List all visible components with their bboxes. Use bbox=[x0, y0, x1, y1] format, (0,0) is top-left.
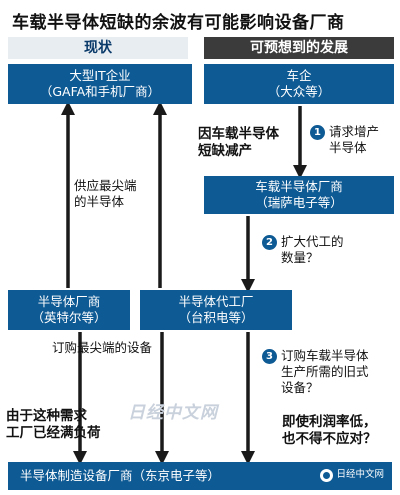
step-2: 2 扩大代工的 数量？ bbox=[262, 234, 344, 266]
step-1-number: 1 bbox=[310, 125, 325, 140]
step-2-text: 扩大代工的 数量？ bbox=[281, 234, 344, 266]
equipment-maker-box: 半导体制造设备厂商（东京电子等） 日经中文网 bbox=[8, 462, 392, 490]
foundry-box: 半导体代工厂 （台积电等） bbox=[140, 290, 292, 330]
chip-maker-line2: （瑞萨电子等） bbox=[255, 195, 343, 210]
supply-line2: 的半导体 bbox=[74, 194, 125, 209]
step-2-line1: 扩大代工的 bbox=[281, 234, 344, 249]
full-load-line2: 工厂已经满负荷 bbox=[6, 425, 101, 441]
order-cutting-edge-label: 订购最尖端的设备 bbox=[52, 340, 153, 355]
supply-line1: 供应最尖端 bbox=[74, 178, 137, 193]
watermark: 日经中文网 bbox=[128, 403, 218, 423]
equipment-label: 半导体制造设备厂商（东京电子等） bbox=[20, 468, 221, 483]
shortage-line1: 因车载半导体 bbox=[198, 126, 279, 142]
chip-maker-line1: 车载半导体厂商 bbox=[255, 179, 343, 194]
it-line1: 大型IT企业 bbox=[69, 68, 131, 83]
footer-brand-text: 日经中文网 bbox=[336, 469, 384, 480]
semi-line1: 半导体厂商 bbox=[37, 294, 101, 309]
step-1-text: 请求增产 半导体 bbox=[329, 124, 379, 156]
header-expected: 可预想到的发展 bbox=[204, 37, 394, 59]
diagram-title: 车载半导体短缺的余波有可能影响设备厂商 bbox=[12, 13, 345, 33]
it-line2: （GAFA和手机厂商） bbox=[39, 84, 161, 99]
step-1-line1: 请求增产 bbox=[329, 124, 380, 139]
step-3-line2: 生产所需的旧式 bbox=[281, 364, 369, 379]
step-2-number: 2 bbox=[262, 235, 277, 250]
step-1: 1 请求增产 半导体 bbox=[310, 124, 379, 156]
supply-label: 供应最尖端 的半导体 bbox=[74, 178, 137, 210]
step-3-line1: 订购车载半导体 bbox=[281, 348, 369, 363]
carmakers-box: 车企 （大众等） bbox=[204, 64, 394, 104]
step-3: 3 订购车载半导体 生产所需的旧式 设备？ bbox=[262, 348, 369, 396]
foundry-line1: 半导体代工厂 bbox=[178, 294, 254, 309]
low-profit-line2: 也不得不应对？ bbox=[282, 431, 377, 447]
semi-line2: （英特尔等） bbox=[31, 310, 107, 325]
step-1-line2: 半导体 bbox=[329, 140, 367, 155]
shortage-line2: 短缺减产 bbox=[198, 143, 252, 159]
shortage-label: 因车载半导体 短缺减产 bbox=[198, 126, 279, 160]
full-load-label: 由于这种需求 工厂已经满负荷 bbox=[6, 408, 101, 442]
auto-chip-maker-box: 车载半导体厂商 （瑞萨电子等） bbox=[204, 176, 394, 214]
full-load-line1: 由于这种需求 bbox=[6, 408, 87, 424]
it-companies-box: 大型IT企业 （GAFA和手机厂商） bbox=[8, 64, 192, 104]
footer-brand: 日经中文网 bbox=[320, 467, 384, 483]
car-line1: 车企 bbox=[286, 68, 312, 83]
foundry-line2: （台积电等） bbox=[178, 310, 254, 325]
low-profit-label: 即使利润率低， 也不得不应对？ bbox=[282, 414, 377, 448]
step-3-number: 3 bbox=[262, 349, 277, 364]
semiconductor-maker-box: 半导体厂商 （英特尔等） bbox=[8, 290, 130, 330]
car-line2: （大众等） bbox=[267, 84, 331, 99]
step-3-line3: 设备？ bbox=[281, 380, 319, 395]
step-3-text: 订购车载半导体 生产所需的旧式 设备？ bbox=[281, 348, 369, 396]
step-2-line2: 数量？ bbox=[281, 250, 319, 265]
wechat-icon bbox=[320, 468, 334, 482]
low-profit-line1: 即使利润率低， bbox=[282, 414, 377, 430]
header-current: 现状 bbox=[8, 37, 188, 59]
